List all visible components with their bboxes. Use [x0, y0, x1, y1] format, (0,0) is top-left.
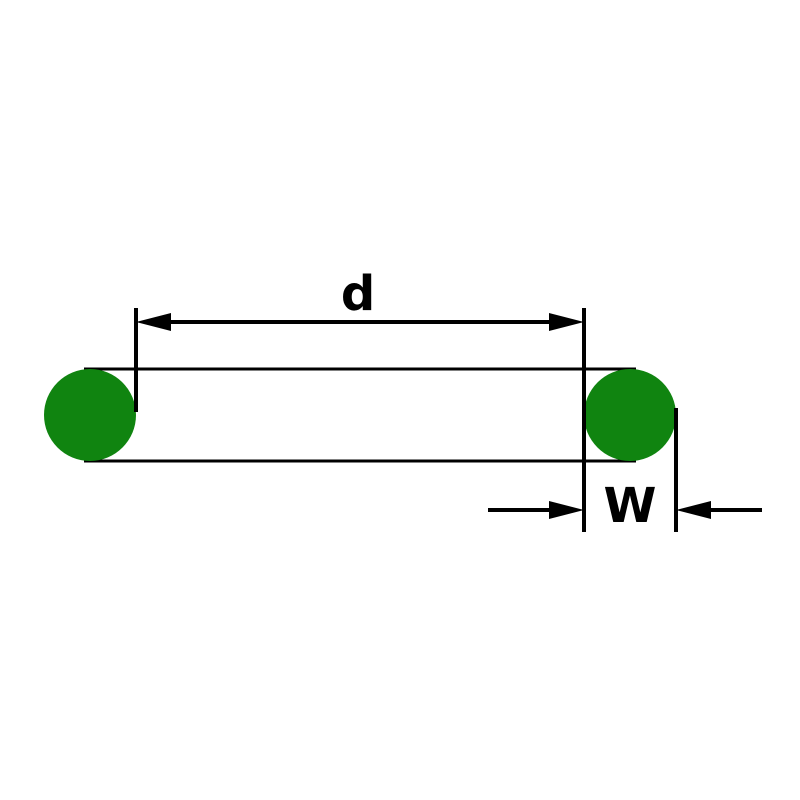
oring-profile [44, 367, 676, 463]
label-cross-section-width: W [604, 478, 657, 534]
w-arrowhead-right [676, 501, 711, 519]
label-inner-diameter: d [341, 266, 375, 322]
d-arrowhead-left [136, 313, 171, 331]
oring-cross-section-left [44, 369, 136, 461]
dimension-w: W [488, 408, 762, 534]
w-arrowhead-left [549, 501, 584, 519]
d-arrowhead-right [549, 313, 584, 331]
oring-cross-section-right [584, 369, 676, 461]
dimension-d: d [134, 266, 586, 532]
